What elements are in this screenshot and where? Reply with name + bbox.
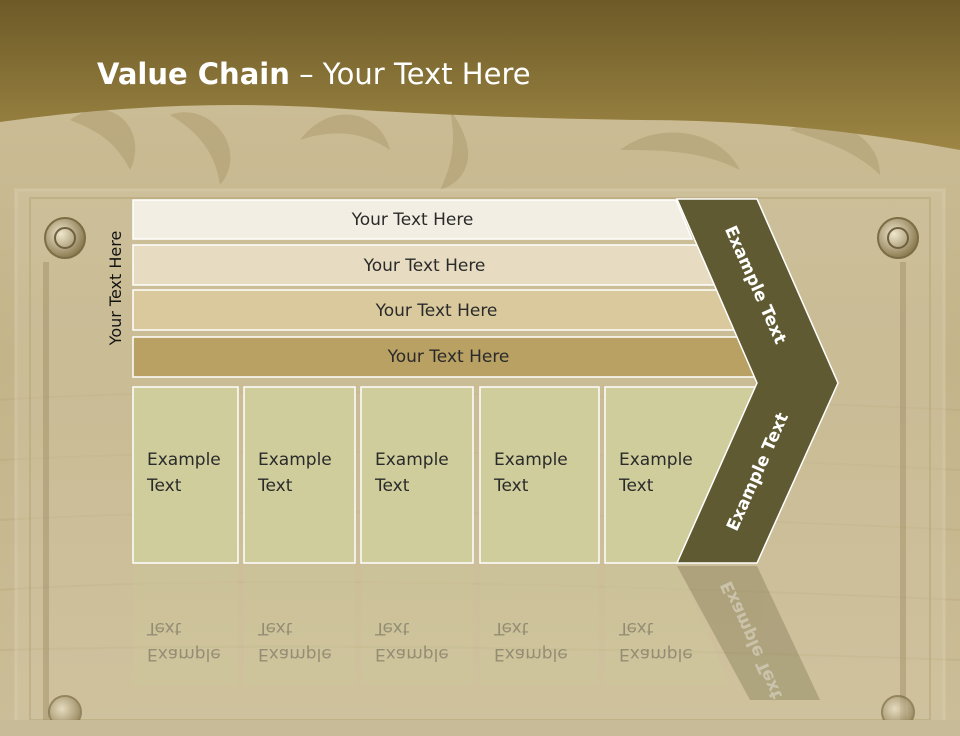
cell-1-reflection-text: Example Text — [147, 618, 221, 664]
band-4: Your Text Here — [387, 347, 510, 367]
slide-title-rest: – Your Text Here — [289, 57, 531, 91]
band-3: Your Text Here — [375, 300, 498, 321]
cell-3-text: Example Text — [375, 450, 449, 496]
cell-5-reflection-text: Example Text — [619, 618, 693, 664]
cell-3: Example Text — [361, 387, 473, 563]
cell-5-reflection: Example Text — [605, 566, 715, 686]
cell-4: Example Text — [480, 387, 599, 563]
slide-background — [0, 0, 960, 720]
band-1: Your Text Here — [351, 209, 474, 230]
cell-5-text: Example Text — [619, 450, 693, 496]
cell-2-reflection-text: Example Text — [258, 618, 332, 664]
cell-1: Example Text — [133, 387, 238, 563]
slide-title: Value Chain – Your Text Here — [97, 52, 531, 96]
vertical-side-label: Your Text Here — [106, 230, 125, 346]
cell-4-text: Example Text — [494, 450, 568, 496]
cell-3-reflection: Example Text — [361, 566, 473, 686]
slide-title-bold: Value Chain — [97, 57, 290, 91]
cell-2-text: Example Text — [258, 450, 332, 496]
cell-1-reflection: Example Text — [133, 566, 238, 686]
band-2: Your Text Here — [363, 255, 486, 276]
cell-1-text: Example Text — [147, 450, 221, 496]
cell-4-reflection: Example Text — [480, 566, 599, 686]
cell-2-reflection: Example Text — [244, 566, 355, 686]
cell-4-reflection-text: Example Text — [494, 618, 568, 664]
cell-5: Example Text — [605, 387, 715, 563]
cell-2: Example Text — [244, 387, 355, 563]
cell-3-reflection-text: Example Text — [375, 618, 449, 664]
